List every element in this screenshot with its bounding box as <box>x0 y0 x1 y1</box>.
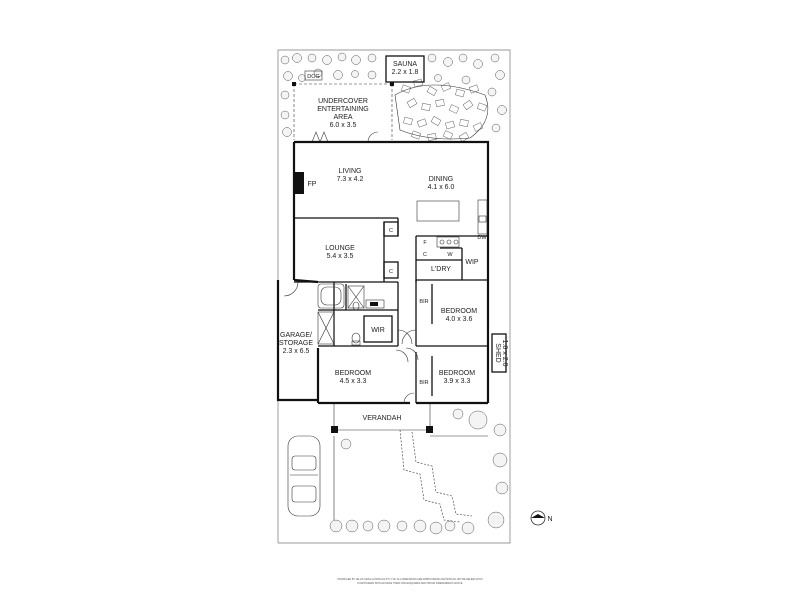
front-path <box>333 429 488 523</box>
doors <box>283 281 419 404</box>
entertaining-label-2: ENTERTAINING <box>317 106 368 113</box>
dog-label: DOG <box>307 74 320 80</box>
shed-dims: 1.8 x 2.0 <box>501 340 508 367</box>
bedroom-2-label: BEDROOM <box>441 308 477 315</box>
lounge-dims: 5.4 x 3.5 <box>327 253 354 260</box>
shed-label: SHED <box>494 343 501 362</box>
disclaimer-line-1: PRODUCED BY JELLIS CRAIG AUSTRALIA PTY L… <box>338 578 483 581</box>
entertaining-dims: 6.0 x 3.5 <box>330 122 357 129</box>
interior-walls <box>294 217 488 403</box>
garage-label-2: STORAGE <box>279 340 313 347</box>
front-trees-icon <box>329 408 509 535</box>
bir-label-1: BIR <box>419 299 428 305</box>
sauna-label: SAUNA <box>393 61 417 68</box>
fp-label: FP <box>308 181 317 188</box>
lot-boundary <box>277 49 511 544</box>
car-icon <box>287 435 321 517</box>
bedroom-1-label: BEDROOM <box>335 370 371 377</box>
disclaimer: PRODUCED BY JELLIS CRAIG AUSTRALIA PTY L… <box>338 578 483 585</box>
paving-stones <box>394 78 489 142</box>
cupboard-label-1: C <box>389 228 393 234</box>
laundry-label: L'DRY <box>431 266 451 273</box>
dining-dims: 4.1 x 6.0 <box>428 184 455 191</box>
entertaining-label-1: UNDERCOVER <box>318 98 368 105</box>
cupboard-label-2: C <box>389 269 393 275</box>
sauna-dims: 2.2 x 1.8 <box>392 69 419 76</box>
lounge-label: LOUNGE <box>325 245 355 252</box>
toilet-icon <box>351 301 361 346</box>
entertaining-label-3: AREA <box>333 114 352 121</box>
f-label: F <box>423 240 427 246</box>
shed: SHED 1.8 x 2.0 <box>491 333 508 373</box>
entertaining-area: UNDERCOVER ENTERTAINING AREA 6.0 x 3.5 <box>292 82 394 143</box>
disclaimer-line-2: PURCHASERS SHOULD MAKE THEIR OWN ENQUIRI… <box>358 582 463 585</box>
verandah-label: VERANDAH <box>363 415 402 422</box>
bedroom-1-dims: 4.5 x 3.3 <box>340 378 367 385</box>
dog-kennel: DOG <box>304 70 323 81</box>
garage-label-1: GARAGE/ <box>280 332 312 339</box>
garage-dims: 2.3 x 6.5 <box>283 348 310 355</box>
bedroom-3-label: BEDROOM <box>439 370 475 377</box>
washer-label: W <box>447 252 453 258</box>
kitchen: DW F <box>416 199 487 248</box>
bath-icon <box>317 283 385 345</box>
sauna: SAUNA 2.2 x 1.8 <box>385 55 425 83</box>
wip-label: WIP <box>465 259 479 266</box>
living-dims: 7.3 x 4.2 <box>337 176 364 183</box>
living-label: LIVING <box>339 168 362 175</box>
verandah: VERANDAH <box>331 404 433 433</box>
wir-label: WIR <box>371 327 385 334</box>
compass-icon: N <box>530 510 553 526</box>
dining-label: DINING <box>429 176 454 183</box>
fireplace: FP <box>294 172 317 194</box>
bedroom-3-dims: 3.9 x 3.3 <box>444 378 471 385</box>
bir-label-2: BIR <box>419 380 428 386</box>
cupboard-label-3: C <box>423 252 427 258</box>
room-labels: LIVING 7.3 x 4.2 DINING 4.1 x 6.0 LOUNGE… <box>279 168 479 386</box>
dw-label: DW <box>477 235 487 241</box>
bedroom-2-dims: 4.0 x 3.6 <box>446 316 473 323</box>
compass-label: N <box>547 516 552 523</box>
